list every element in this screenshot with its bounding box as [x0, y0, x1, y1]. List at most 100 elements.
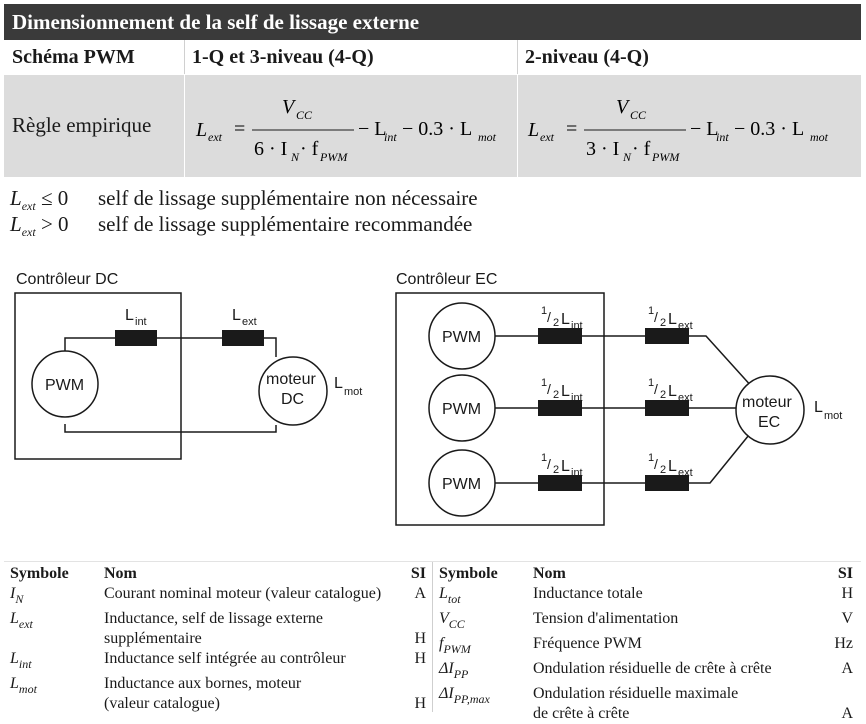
svg-text:· f: · f [300, 138, 319, 160]
legend-row: Lext Inductance, self de lissage externe… [10, 610, 426, 647]
svg-text:PWM: PWM [442, 476, 481, 493]
svg-text:mot: mot [478, 130, 497, 144]
svg-text:CC: CC [630, 108, 647, 122]
svg-text:N: N [290, 150, 300, 164]
svg-text:1: 1 [541, 305, 547, 317]
pwm-circle-dc [31, 350, 99, 418]
svg-text:int: int [571, 392, 583, 404]
svg-text:moteur: moteur [266, 371, 316, 388]
motor-dc-circle [258, 356, 328, 426]
svg-text:L: L [561, 458, 570, 475]
svg-text:− L: − L [358, 118, 387, 140]
legend-row: Ltot Inductance totale H [439, 585, 853, 606]
ec-wire-3 [495, 429, 754, 484]
svg-text:int: int [571, 467, 583, 479]
formula-2niveau: L ext = V CC 3 · I N · f PWM − L int − 0… [527, 96, 829, 164]
svg-text:int: int [135, 316, 147, 328]
svg-text:− 0.3 · L: − 0.3 · L [734, 118, 804, 140]
legend-header-row: Symbole Nom SI [439, 565, 853, 582]
condition-recommended: Lext > 0 [10, 212, 69, 239]
header-divider [184, 40, 185, 74]
pwm-circle-ec-1 [428, 302, 496, 370]
svg-text:L: L [668, 458, 677, 475]
rule-label: Règle empirique [12, 113, 152, 137]
svg-text:/: / [547, 381, 551, 397]
legend-right: Symbole Nom SI Ltot Inductance totale H … [435, 564, 857, 724]
svg-text:L: L [561, 311, 570, 328]
legend-row: ΔIPP Ondulation résiduelle de crête à cr… [439, 660, 853, 681]
svg-text:ext: ext [678, 320, 693, 332]
legend-header-row: Symbole Nom SI [10, 565, 426, 582]
svg-text:PWM: PWM [319, 150, 348, 164]
svg-text:PWM: PWM [442, 329, 481, 346]
svg-text:L: L [232, 307, 241, 324]
svg-text:DC: DC [281, 391, 304, 408]
svg-text:1: 1 [648, 377, 654, 389]
pwm-circle-ec-3 [428, 449, 496, 517]
svg-text:=: = [566, 118, 577, 140]
svg-text:L: L [527, 119, 539, 141]
svg-text:/: / [654, 309, 658, 325]
svg-text:int: int [716, 130, 729, 144]
svg-text:/: / [654, 456, 658, 472]
svg-text:− L: − L [690, 118, 719, 140]
svg-text:2: 2 [660, 317, 666, 329]
svg-text:ext: ext [678, 467, 693, 479]
inductor-half-lext-3 [645, 475, 689, 491]
legend-top-rule [4, 561, 861, 562]
svg-text:· f: · f [632, 138, 651, 160]
svg-text:2: 2 [553, 464, 559, 476]
svg-text:1: 1 [541, 377, 547, 389]
pwm-circle-ec-2 [428, 374, 496, 442]
svg-text:/: / [547, 456, 551, 472]
svg-text:L: L [668, 311, 677, 328]
wiring-diagram: Contrôleur DC L int L ext PWM moteur DC … [14, 271, 842, 526]
condition-recommended-text: self de lissage supplémentaire recommand… [98, 212, 473, 236]
svg-text:mot: mot [344, 386, 362, 398]
motor-ec-circle [735, 375, 805, 445]
legend-row: IN Courant nominal moteur (valeur catalo… [10, 585, 426, 606]
svg-text:ext: ext [678, 392, 693, 404]
svg-text:1: 1 [648, 452, 654, 464]
svg-text:6 · I: 6 · I [254, 138, 287, 160]
inductor-half-lext-1 [645, 328, 689, 344]
svg-text:L: L [125, 307, 134, 324]
inductor-half-lint-2 [538, 400, 582, 416]
table-header-row: Schéma PWM 1-Q et 3-niveau (4-Q) 2-nivea… [4, 40, 861, 74]
svg-text:2: 2 [660, 389, 666, 401]
ec-wire-1 [495, 335, 754, 389]
inductor-half-lint-1 [538, 328, 582, 344]
svg-text:1: 1 [648, 305, 654, 317]
svg-text:PWM: PWM [45, 377, 84, 394]
svg-text:moteur: moteur [742, 394, 792, 411]
legend-divider [432, 562, 433, 712]
svg-text:2: 2 [553, 317, 559, 329]
legend-row: fPWM Fréquence PWM Hz [439, 635, 853, 656]
svg-text:L: L [561, 383, 570, 400]
header-2niveau: 2-niveau (4-Q) [525, 46, 649, 68]
svg-text:ext: ext [242, 316, 257, 328]
svg-text:EC: EC [758, 414, 780, 431]
dc-controller-box [14, 292, 182, 460]
svg-text:/: / [547, 309, 551, 325]
svg-text:− 0.3 · L: − 0.3 · L [402, 118, 472, 140]
svg-text:mot: mot [824, 410, 842, 422]
dc-wire-bottom [64, 424, 277, 433]
svg-text:2: 2 [553, 389, 559, 401]
svg-text:V: V [282, 96, 297, 118]
legend-row: Lint Inductance self intégrée au contrôl… [10, 650, 426, 671]
header-divider [517, 40, 518, 74]
header-1q-3niveau: 1-Q et 3-niveau (4-Q) [192, 46, 374, 68]
equals-sign: = [234, 118, 245, 140]
svg-text:int: int [384, 130, 397, 144]
formula-1q: L ext = V CC 6 · I N · f PWM − L int − 0… [195, 96, 497, 164]
dc-controller-label: Contrôleur DC [16, 271, 118, 288]
legend-row: Lmot Inductance aux bornes, moteur(valeu… [10, 675, 426, 712]
svg-text:V: V [616, 96, 631, 118]
svg-text:2: 2 [660, 464, 666, 476]
inductor-lint [115, 330, 157, 346]
svg-text:ext: ext [540, 130, 555, 144]
header-schema-pwm: Schéma PWM [12, 46, 135, 68]
rule-divider [184, 75, 185, 177]
